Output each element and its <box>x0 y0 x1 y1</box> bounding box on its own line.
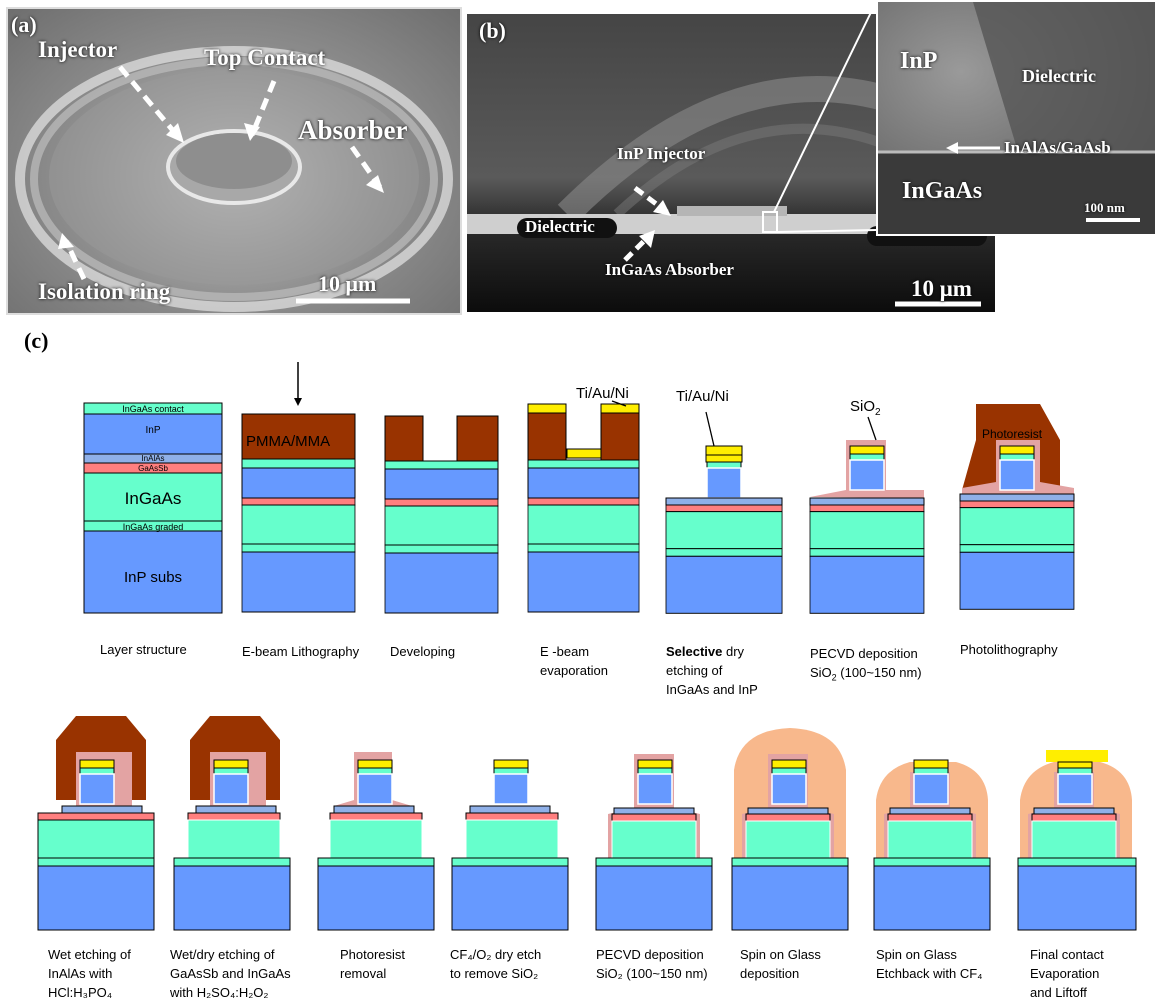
top-contact-label: Top Contact <box>204 45 326 70</box>
inset-interface-label: InAlAs/GaAsb <box>1004 138 1111 157</box>
ebeam-lithography: PMMA/MMA <box>241 362 356 613</box>
scale-bar-a-label: 10 μm <box>318 271 377 296</box>
panel-c-letter: (c) <box>24 328 49 353</box>
isolation-ring-label: Isolation ring <box>38 279 171 304</box>
scale-bar-b-label: 10 μm <box>911 276 972 301</box>
layer-graded-label: InGaAs graded <box>123 522 184 532</box>
inp-injector-label: InP Injector <box>617 144 706 163</box>
inset-dielectric-label: Dielectric <box>1022 66 1096 86</box>
sem-inset: InP Dielectric InAlAs/GaAsb InGaAs 100 n… <box>876 0 1156 236</box>
panel-a-letter: (a) <box>11 12 37 37</box>
layer-ingaas-label: InGaAs <box>125 489 182 508</box>
spin-on-glass-deposition <box>731 728 849 931</box>
caption-developing: Developing <box>390 644 456 659</box>
caption-layer-structure: Layer structure <box>100 642 187 657</box>
tiauni-label-2: Ti/Au/Ni <box>676 388 729 405</box>
dielectric-label: Dielectric <box>525 217 595 236</box>
layer-contact-label: InGaAs contact <box>122 404 184 414</box>
final-contact-liftoff <box>1017 750 1137 931</box>
caption-ebeam-lithography: E-beam Lithography <box>242 644 360 659</box>
inset-ingaas-label: InGaAs <box>902 178 983 204</box>
layer-structure: InGaAs contact InP InAlAs GaAsSb InGaAs … <box>83 402 223 614</box>
pecvd-deposition: SiO2 <box>809 398 925 614</box>
wet-etching-inalas <box>37 716 155 931</box>
absorber-label: Absorber <box>298 115 408 145</box>
layer-inalas-label: InAlAs <box>141 454 164 463</box>
photolithography: Photoresist <box>959 404 1075 610</box>
developing <box>384 415 499 614</box>
layer-inp-label: InP <box>145 425 160 436</box>
ingaas-absorber-label: InGaAs Absorber <box>605 260 734 279</box>
inset-inp-label: InP <box>900 48 938 74</box>
pecvd-deposition-2 <box>595 754 713 931</box>
cf4-o2-dry-etch <box>451 759 569 931</box>
wet-dry-etching <box>173 716 291 931</box>
spin-on-glass-etchback <box>873 759 991 931</box>
pmma-label: PMMA/MMA <box>246 433 330 450</box>
panel-b-letter: (b) <box>479 18 506 43</box>
inset-scale-label: 100 nm <box>1084 200 1125 215</box>
layer-gaassb-label: GaAsSb <box>138 464 168 473</box>
layer-subs-label: InP subs <box>124 569 182 586</box>
tiauni-label-1: Ti/Au/Ni <box>576 385 629 402</box>
sem-image-a: (a) Injector Top Contact Absorber Isolat… <box>6 7 462 315</box>
sem-a-graphics <box>15 46 453 312</box>
injector-label: Injector <box>38 37 118 62</box>
caption-photolithography: Photolithography <box>960 642 1058 657</box>
sem-inset-graphics <box>878 2 1155 234</box>
photoresist-label: Photoresist <box>982 427 1043 441</box>
inset-connector <box>773 1 877 233</box>
selective-dry-etching: Ti/Au/Ni <box>665 388 783 614</box>
photoresist-removal <box>317 752 435 931</box>
ebeam-evaporation: Ti/Au/Ni <box>527 385 640 613</box>
sio2-label: SiO2 <box>850 398 881 418</box>
